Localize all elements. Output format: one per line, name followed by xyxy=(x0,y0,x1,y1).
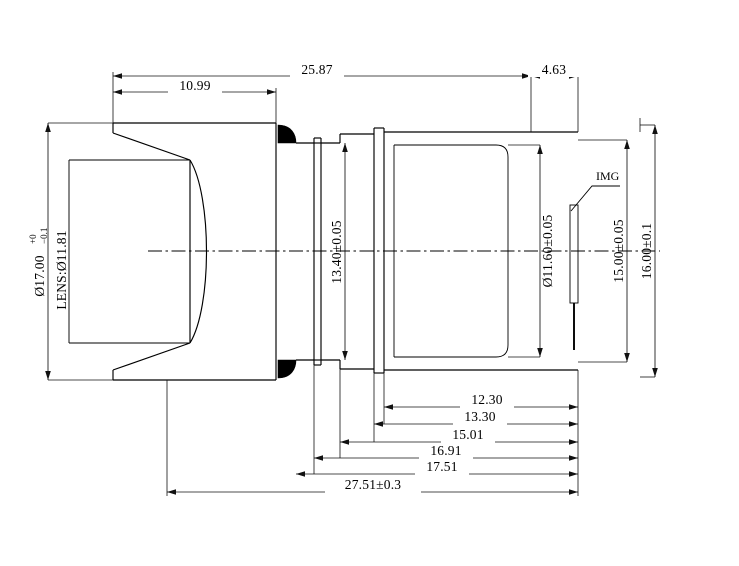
front-lens-element xyxy=(189,159,208,344)
dim-16-00: 16.00±0.1 xyxy=(639,124,658,378)
rear-barrel-body xyxy=(384,131,578,371)
rear-flange xyxy=(373,127,385,374)
dim-outer-diameter-tol-lower: −0.1 xyxy=(39,228,49,244)
dim-11-60: Ø11.60±0.05 xyxy=(508,144,555,358)
dim-25-87: 25.87 xyxy=(113,62,531,79)
dim-13-40: 13.40±0.05 xyxy=(329,143,348,360)
img-label: IMG xyxy=(596,169,620,183)
dim-lens-aperture: LENS:Ø11.81 xyxy=(54,160,70,343)
dim-27-51-label: 27.51±0.3 xyxy=(345,477,402,492)
dim-outer-diameter: Ø17.00 +0 −0.1 xyxy=(28,122,113,381)
seal-ring-top xyxy=(277,124,297,144)
dim-outer-diameter-label: Ø17.00 xyxy=(32,255,47,296)
dim-13-30: 13.30 xyxy=(374,409,578,427)
dim-15-00-label: 15.00±0.05 xyxy=(611,219,626,282)
seal-ring-bottom xyxy=(277,359,297,379)
dim-16-91-label: 16.91 xyxy=(430,443,461,458)
dim-lens-aperture-label: LENS:Ø11.81 xyxy=(54,230,69,309)
dim-17-51-label: 17.51 xyxy=(426,459,457,474)
extension-lines-vertical xyxy=(112,72,641,132)
front-barrel-outline xyxy=(112,122,277,381)
dim-16-91: 16.91 xyxy=(314,443,578,461)
dim-15-01-label: 15.01 xyxy=(452,427,483,442)
dim-25-87-label: 25.87 xyxy=(301,62,332,77)
dim-15-00: 15.00±0.05 xyxy=(578,139,630,363)
img-leader-line xyxy=(570,185,620,212)
dim-15-01: 15.01 xyxy=(340,427,578,445)
lens-aperture-box xyxy=(68,159,190,344)
image-sensor-plane xyxy=(569,204,579,350)
dim-10-99: 10.99 xyxy=(113,78,276,95)
dim-12-30-label: 12.30 xyxy=(471,392,502,407)
dim-13-40-label: 13.40±0.05 xyxy=(329,220,344,283)
dim-4-63-label: 4.63 xyxy=(542,62,566,77)
dim-27-51: 27.51±0.3 xyxy=(167,477,578,495)
dim-13-30-label: 13.30 xyxy=(464,409,495,424)
dim-12-30: 12.30 xyxy=(384,392,578,410)
dim-16-00-label: 16.00±0.1 xyxy=(639,223,654,279)
dim-11-60-label: Ø11.60±0.05 xyxy=(540,215,555,288)
extension-lines-bottom xyxy=(166,365,579,496)
dim-17-51: 17.51 xyxy=(296,459,578,477)
dim-10-99-label: 10.99 xyxy=(179,78,210,93)
dim-4-63: 4.63 xyxy=(528,62,580,79)
mid-barrel-section xyxy=(296,133,374,370)
dim-outer-diameter-tol-upper: +0 xyxy=(28,234,38,244)
